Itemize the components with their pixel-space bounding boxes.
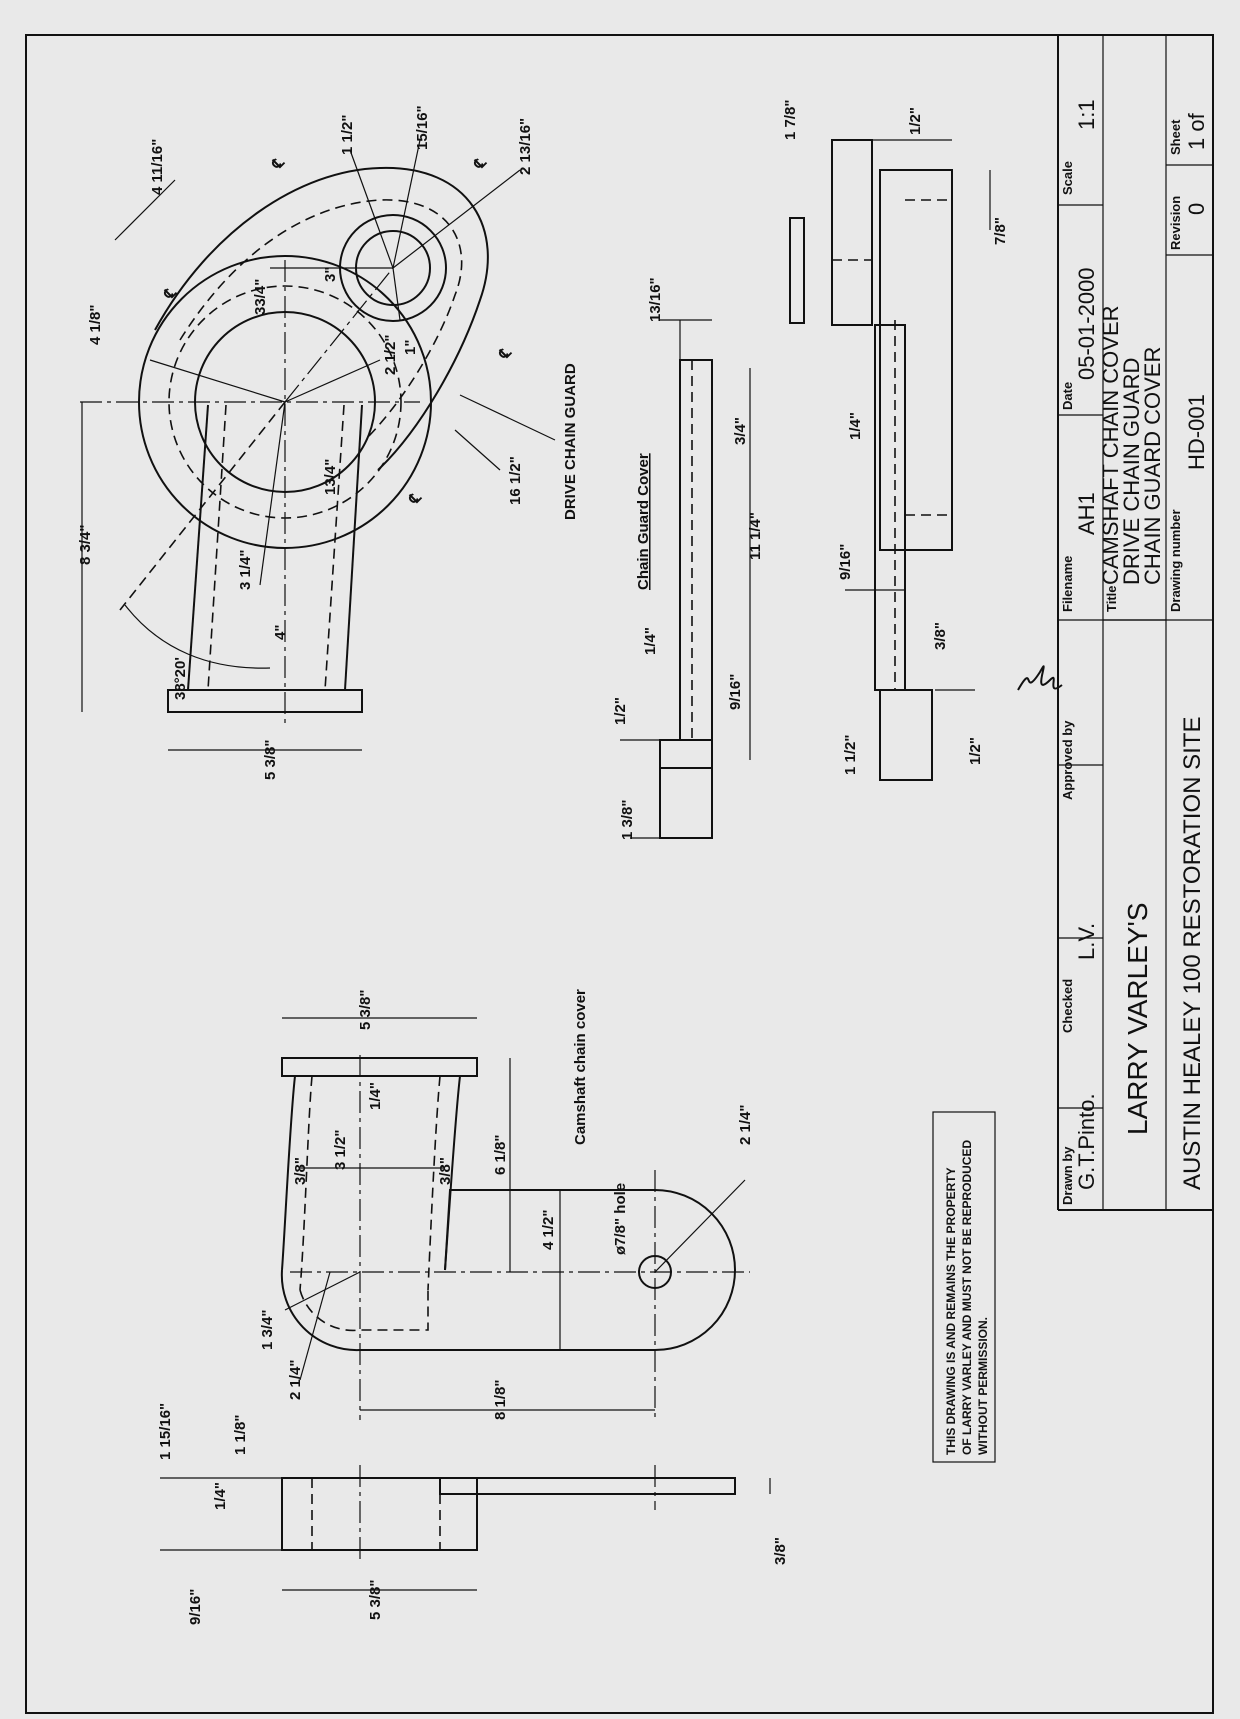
drive-chain-guard-label: DRIVE CHAIN GUARD (562, 363, 579, 520)
drawing-number-label: Drawing number (1168, 509, 1183, 612)
title-label: Title (1104, 586, 1119, 613)
camshaft-dim-e: 3/8" (437, 1157, 454, 1185)
side-dim-b: 1/2" (907, 107, 924, 135)
camshaft-dim-k: 8 1/8" (492, 1380, 509, 1420)
cover-dim-f: 1/2" (612, 697, 629, 725)
side-dim-g: 1/2" (967, 737, 984, 765)
revision-value: 0 (1184, 203, 1209, 215)
drawing-number-value: HD-001 (1184, 394, 1209, 470)
cover-dim-c: 11 1/4" (747, 512, 764, 560)
side-dim-c: 7/8" (992, 217, 1009, 245)
guard-dim-m: 4" (272, 625, 289, 640)
camshaft-side-view: 1 15/16" 1 1/8" 1/4" 9/16" 5 3/8" 3/8" (157, 1403, 789, 1625)
title-line-3: CHAIN GUARD COVER (1140, 347, 1165, 585)
camshaft-dim-h: 2 1/4" (737, 1105, 754, 1145)
cover-dim-e: 9/16" (727, 674, 744, 710)
guard-dim-p: 5 3/8" (262, 740, 279, 780)
guard-dim-n: 16 1/2" (507, 456, 524, 505)
camshaft-dim-f: 6 1/8" (492, 1135, 509, 1175)
date-label: Date (1060, 382, 1075, 410)
drawn-by-label: Drawn by (1060, 1146, 1075, 1205)
guard-dim-i: 1" (402, 340, 419, 355)
approved-by-label: Approved by (1060, 720, 1075, 800)
camside-dim-e: 5 3/8" (367, 1580, 384, 1620)
chain-guard-cover-view: 13/16" 3/4" 11 1/4" 1/4" 9/16" 1/2" 1 3/… (612, 277, 764, 840)
property-notice-line-1: THIS DRAWING IS AND REMAINS THE PROPERTY (944, 1167, 958, 1455)
camshaft-dim-c: 3/8" (292, 1157, 309, 1185)
approval-signature (1017, 665, 1063, 691)
guard-centerline-1: ℄ (268, 154, 288, 174)
guard-dim-a: 1 1/2" (339, 115, 356, 155)
cover-dim-b: 3/4" (732, 417, 749, 445)
filename-label: Filename (1060, 556, 1075, 612)
guard-centerline-3: ℄ (470, 154, 490, 174)
guard-dim-l: 3 1/4" (237, 550, 254, 590)
camside-dim-a: 1 15/16" (157, 1403, 174, 1460)
side-dim-a: 1 7/8" (782, 100, 799, 140)
property-notice: THIS DRAWING IS AND REMAINS THE PROPERTY… (932, 1111, 996, 1463)
guard-dim-c: 2 13/16" (517, 118, 534, 175)
camshaft-chain-cover-label: Camshaft chain cover (572, 989, 589, 1145)
camshaft-dim-a: 5 3/8" (357, 990, 374, 1030)
side-dim-h: 1 1/2" (842, 735, 859, 775)
date-value: 05-01-2000 (1074, 267, 1099, 380)
drawn-by-value: G.T.Pinto. (1074, 1093, 1099, 1190)
title-line-2: DRIVE CHAIN GUARD (1119, 358, 1144, 585)
guard-dim-f: 3" (322, 267, 339, 282)
camside-dim-d: 9/16" (187, 1589, 204, 1625)
revision-label: Revision (1168, 196, 1183, 250)
property-notice-line-3: WITHOUT PERMISSION. (976, 1317, 990, 1455)
property-notice-line-2: OF LARRY VARLEY AND MUST NOT BE REPRODUC… (960, 1140, 974, 1455)
guard-dim-o: 38°20' (172, 657, 189, 700)
filename-value: AH1 (1074, 492, 1099, 535)
hole-label: ø7/8" hole (612, 1183, 629, 1255)
side-view: 1 7/8" 1/2" 7/8" 1/4" 9/16" 3/8" 1/2" 1 … (782, 100, 1009, 781)
guard-dim-e: 4 1/8" (87, 305, 104, 345)
guard-dim-d: 4 11/16" (149, 139, 166, 195)
camshaft-dim-i: 1 3/4" (259, 1310, 276, 1350)
scale-label: Scale (1060, 161, 1075, 195)
sheet-border (25, 34, 1214, 1714)
guard-centerline-4: ℄ (495, 344, 515, 364)
camshaft-dim-g: 4 1/2" (540, 1210, 557, 1250)
side-dim-f: 3/8" (932, 622, 949, 650)
guard-dim-h: 2 1/2" (382, 335, 399, 375)
checked-label: Checked (1060, 979, 1075, 1033)
sheet-label: Sheet (1168, 119, 1183, 155)
cover-dim-a: 13/16" (647, 277, 664, 322)
checked-value: L.V. (1074, 923, 1099, 960)
guard-dim-j: 8 3/4" (77, 525, 94, 565)
site-name: AUSTIN HEALEY 100 RESTORATION SITE (1179, 717, 1206, 1190)
camshaft-dim-j: 2 1/4" (287, 1360, 304, 1400)
camshaft-chain-cover-view: 5 3/8" 1/4" 3/8" 3 1/2" 3/8" 6 1/8" 4 1/… (259, 989, 754, 1420)
side-dim-d: 1/4" (847, 412, 864, 440)
chain-guard-cover-label: Chain Guard Cover (635, 453, 652, 590)
guard-dim-b: 15/16" (414, 105, 431, 150)
camside-dim-f: 3/8" (772, 1537, 789, 1565)
cover-dim-g: 1 3/8" (619, 800, 636, 840)
guard-dim-g: 33/4" (252, 279, 269, 315)
title-line-1: CAMSHAFT CHAIN COVER (1098, 305, 1123, 585)
camside-dim-c: 1/4" (212, 1482, 229, 1510)
guard-centerline-2: ℄ (160, 284, 180, 304)
cover-dim-d: 1/4" (642, 627, 659, 655)
owner-name: LARRY VARLEY'S (1122, 902, 1153, 1135)
guard-centerline-5: ℄ (405, 489, 425, 509)
camshaft-dim-d: 3 1/2" (332, 1130, 349, 1170)
sheet-value: 1 of (1184, 112, 1209, 150)
title-block: Drawn by G.T.Pinto. Checked L.V. Approve… (1017, 35, 1213, 1211)
scale-value: 1:1 (1074, 99, 1099, 130)
guard-dim-k: 13/4" (322, 459, 339, 495)
drive-chain-guard-view: 1 1/2" 15/16" 2 13/16" 4 11/16" 4 1/8" 3… (77, 105, 579, 780)
side-dim-e: 9/16" (837, 544, 854, 580)
camside-dim-b: 1 1/8" (232, 1415, 249, 1455)
camshaft-dim-b: 1/4" (367, 1082, 384, 1110)
